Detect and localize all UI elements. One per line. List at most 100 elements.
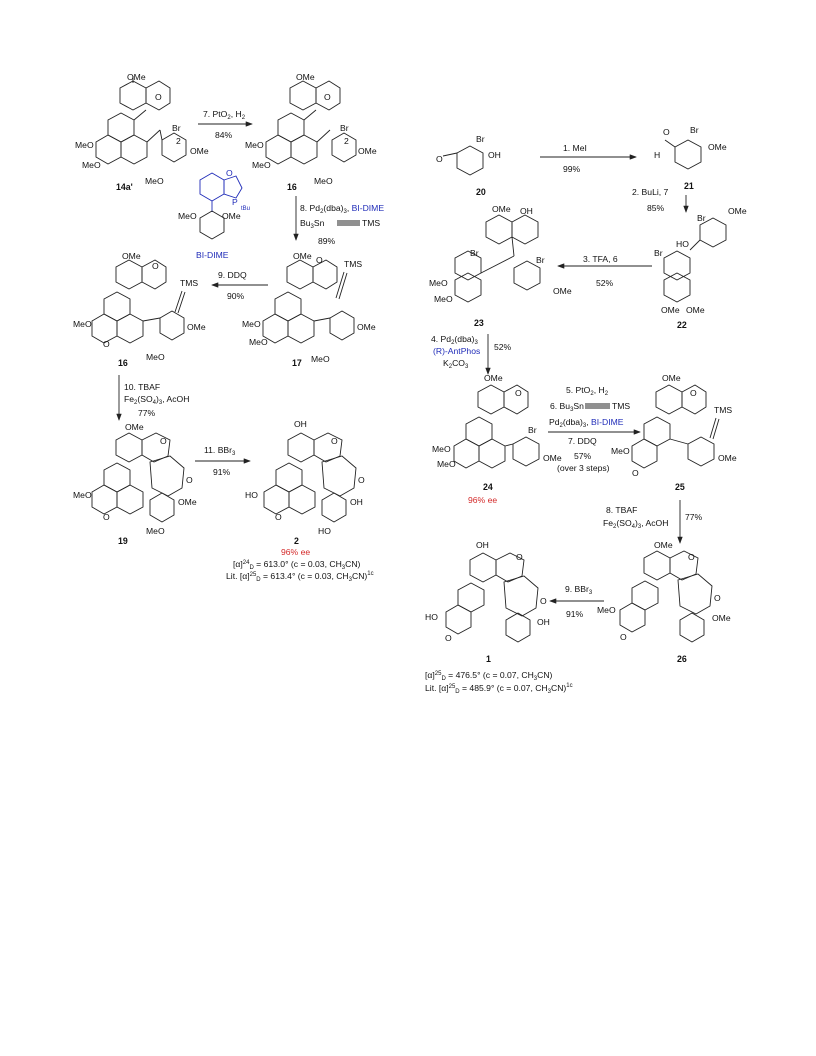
step-11-reagent: 11. BBr3 [204, 445, 236, 457]
step-10-reagent-line2: Fe2(SO4)3, AcOH [124, 394, 189, 406]
label-br: Br [536, 255, 545, 265]
label-o: O [620, 632, 627, 642]
label-o: O [358, 475, 365, 485]
compound-label-14a: 14a' [116, 182, 133, 192]
step-r7-reagent: 7. DDQ [568, 436, 597, 446]
compound-label-16b: 16 [118, 358, 128, 368]
step-r4-reagent: 4. Pd2(dba)3 [431, 334, 478, 346]
label-ome: OMe [222, 211, 241, 221]
structure-17: OMe O TMS MeO MeO OMe MeO 17 [242, 251, 376, 368]
step-r5-reagent: 5. PtO2, H2 [566, 385, 609, 397]
label-meo: MeO [73, 319, 92, 329]
label-meo: MeO [145, 176, 164, 186]
structure-1: OH O O OH HO O 1 [α]25D = 476.5° (c = 0.… [425, 540, 573, 695]
label-oh: OH [537, 617, 550, 627]
ee-24: 96% ee [468, 495, 497, 505]
label-ho: HO [425, 612, 438, 622]
compound-label-17: 17 [292, 358, 302, 368]
rotation-2-lit: Lit. [α]25D = 613.4° (c = 0.03, CH3CN)1c [226, 571, 374, 583]
label-ome: OMe [357, 322, 376, 332]
label-ome: OMe [178, 497, 197, 507]
label-2: 2 [176, 136, 181, 146]
label-o: O [160, 436, 167, 446]
label-tms: TMS [344, 259, 362, 269]
label-o: O [445, 633, 452, 643]
step-7: 7. PtO2, H2 84% [198, 109, 253, 140]
label-meo: MeO [611, 446, 630, 456]
label-o: O [515, 388, 522, 398]
step-r6-catalyst: Pd2(dba)3, BI-DIME [549, 417, 624, 429]
label-meo: MeO [245, 140, 264, 150]
label-o: O [632, 468, 639, 478]
label-oh: OH [294, 419, 307, 429]
step-r3: 3. TFA, 6 52% [557, 254, 652, 288]
label-oh: OH [520, 206, 533, 216]
label-meo: MeO [146, 526, 165, 536]
label-o: O [226, 168, 233, 178]
step-10-reagent: 10. TBAF [124, 382, 160, 392]
structure-22: OMe Br HO Br OMe OMe 22 [654, 206, 747, 330]
label-ome: OMe [125, 422, 144, 432]
label-ho: HO [676, 239, 689, 249]
rotation-1-lit: Lit. [α]25D = 485.9° (c = 0.07, CH3CN)1c [425, 683, 573, 695]
compound-label-19: 19 [118, 536, 128, 546]
compound-label-23: 23 [474, 318, 484, 328]
label-meo: MeO [146, 352, 165, 362]
label-meo: MeO [252, 160, 271, 170]
step-9: 9. DDQ 90% [211, 270, 268, 301]
label-ome: OMe [661, 305, 680, 315]
step-7-yield: 84% [215, 130, 233, 140]
label-meo: MeO [597, 605, 616, 615]
step-r1-reagent: 1. MeI [563, 143, 587, 153]
label-br: Br [470, 248, 479, 258]
label-ome: OMe [484, 373, 503, 383]
compound-label-2: 2 [294, 536, 299, 546]
step-8: 8. Pd2(dba)3, BI-DIME Bu3Sn TMS 89% [293, 196, 384, 246]
label-br: Br [697, 213, 706, 223]
compound-label-24: 24 [483, 482, 493, 492]
label-br: Br [476, 134, 485, 144]
label-meo: MeO [429, 278, 448, 288]
ee-2: 96% ee [281, 547, 310, 557]
step-r9: 9. BBr3 91% [549, 584, 604, 619]
label-br: Br [528, 425, 537, 435]
structure-24: OMe O Br OMe MeO MeO 24 96% ee [432, 373, 562, 505]
label-meo: MeO [311, 354, 330, 364]
label-meo: MeO [432, 444, 451, 454]
label-br: Br [172, 123, 181, 133]
label-tms: TMS [714, 405, 732, 415]
step-r4-yield: 52% [494, 342, 512, 352]
label-2: 2 [344, 136, 349, 146]
label-meo: MeO [249, 337, 268, 347]
label-o: O [103, 339, 110, 349]
label-ome: OMe [662, 373, 681, 383]
label-meo: MeO [82, 160, 101, 170]
label-ome: OMe [127, 72, 146, 82]
step-r3-reagent: 3. TFA, 6 [583, 254, 618, 264]
step-8-alkyne: Bu3Sn [300, 218, 325, 230]
label-ome: OMe [553, 286, 572, 296]
label-tbu: tBu [241, 206, 250, 212]
label-meo: MeO [437, 459, 456, 469]
step-10: 10. TBAF Fe2(SO4)3, AcOH 77% [116, 375, 189, 421]
label-oh: OH [488, 150, 501, 160]
label-ome: OMe [492, 204, 511, 214]
step-r9-yield: 91% [566, 609, 584, 619]
structure-20: O Br OH 20 [436, 134, 501, 197]
label-ome: OMe [358, 146, 377, 156]
compound-label-25: 25 [675, 482, 685, 492]
step-r8-yield: 77% [685, 512, 703, 522]
structure-26: OMe O O OMe MeO O 26 [597, 540, 731, 664]
step-r8-reagent-line2: Fe2(SO4)3, AcOH [603, 518, 668, 530]
structure-2: OH O O HO O OH HO 2 96% ee [α]24D = 613.… [226, 419, 374, 583]
label-o: O [663, 127, 670, 137]
label-ome: OMe [712, 613, 731, 623]
label-o: O [155, 92, 162, 102]
step-r7-yield: 57% [574, 451, 592, 461]
compound-label-26: 26 [677, 654, 687, 664]
label-br: Br [690, 125, 699, 135]
step-r4: 4. Pd2(dba)3 (R)-AntPhos K2CO3 52% [431, 334, 512, 375]
label-tms: TMS [180, 278, 198, 288]
step-r6-reagent: 6. Bu3Sn [550, 401, 584, 413]
rotation-2-measured: [α]24D = 613.0° (c = 0.03, CH3CN) [233, 559, 361, 571]
